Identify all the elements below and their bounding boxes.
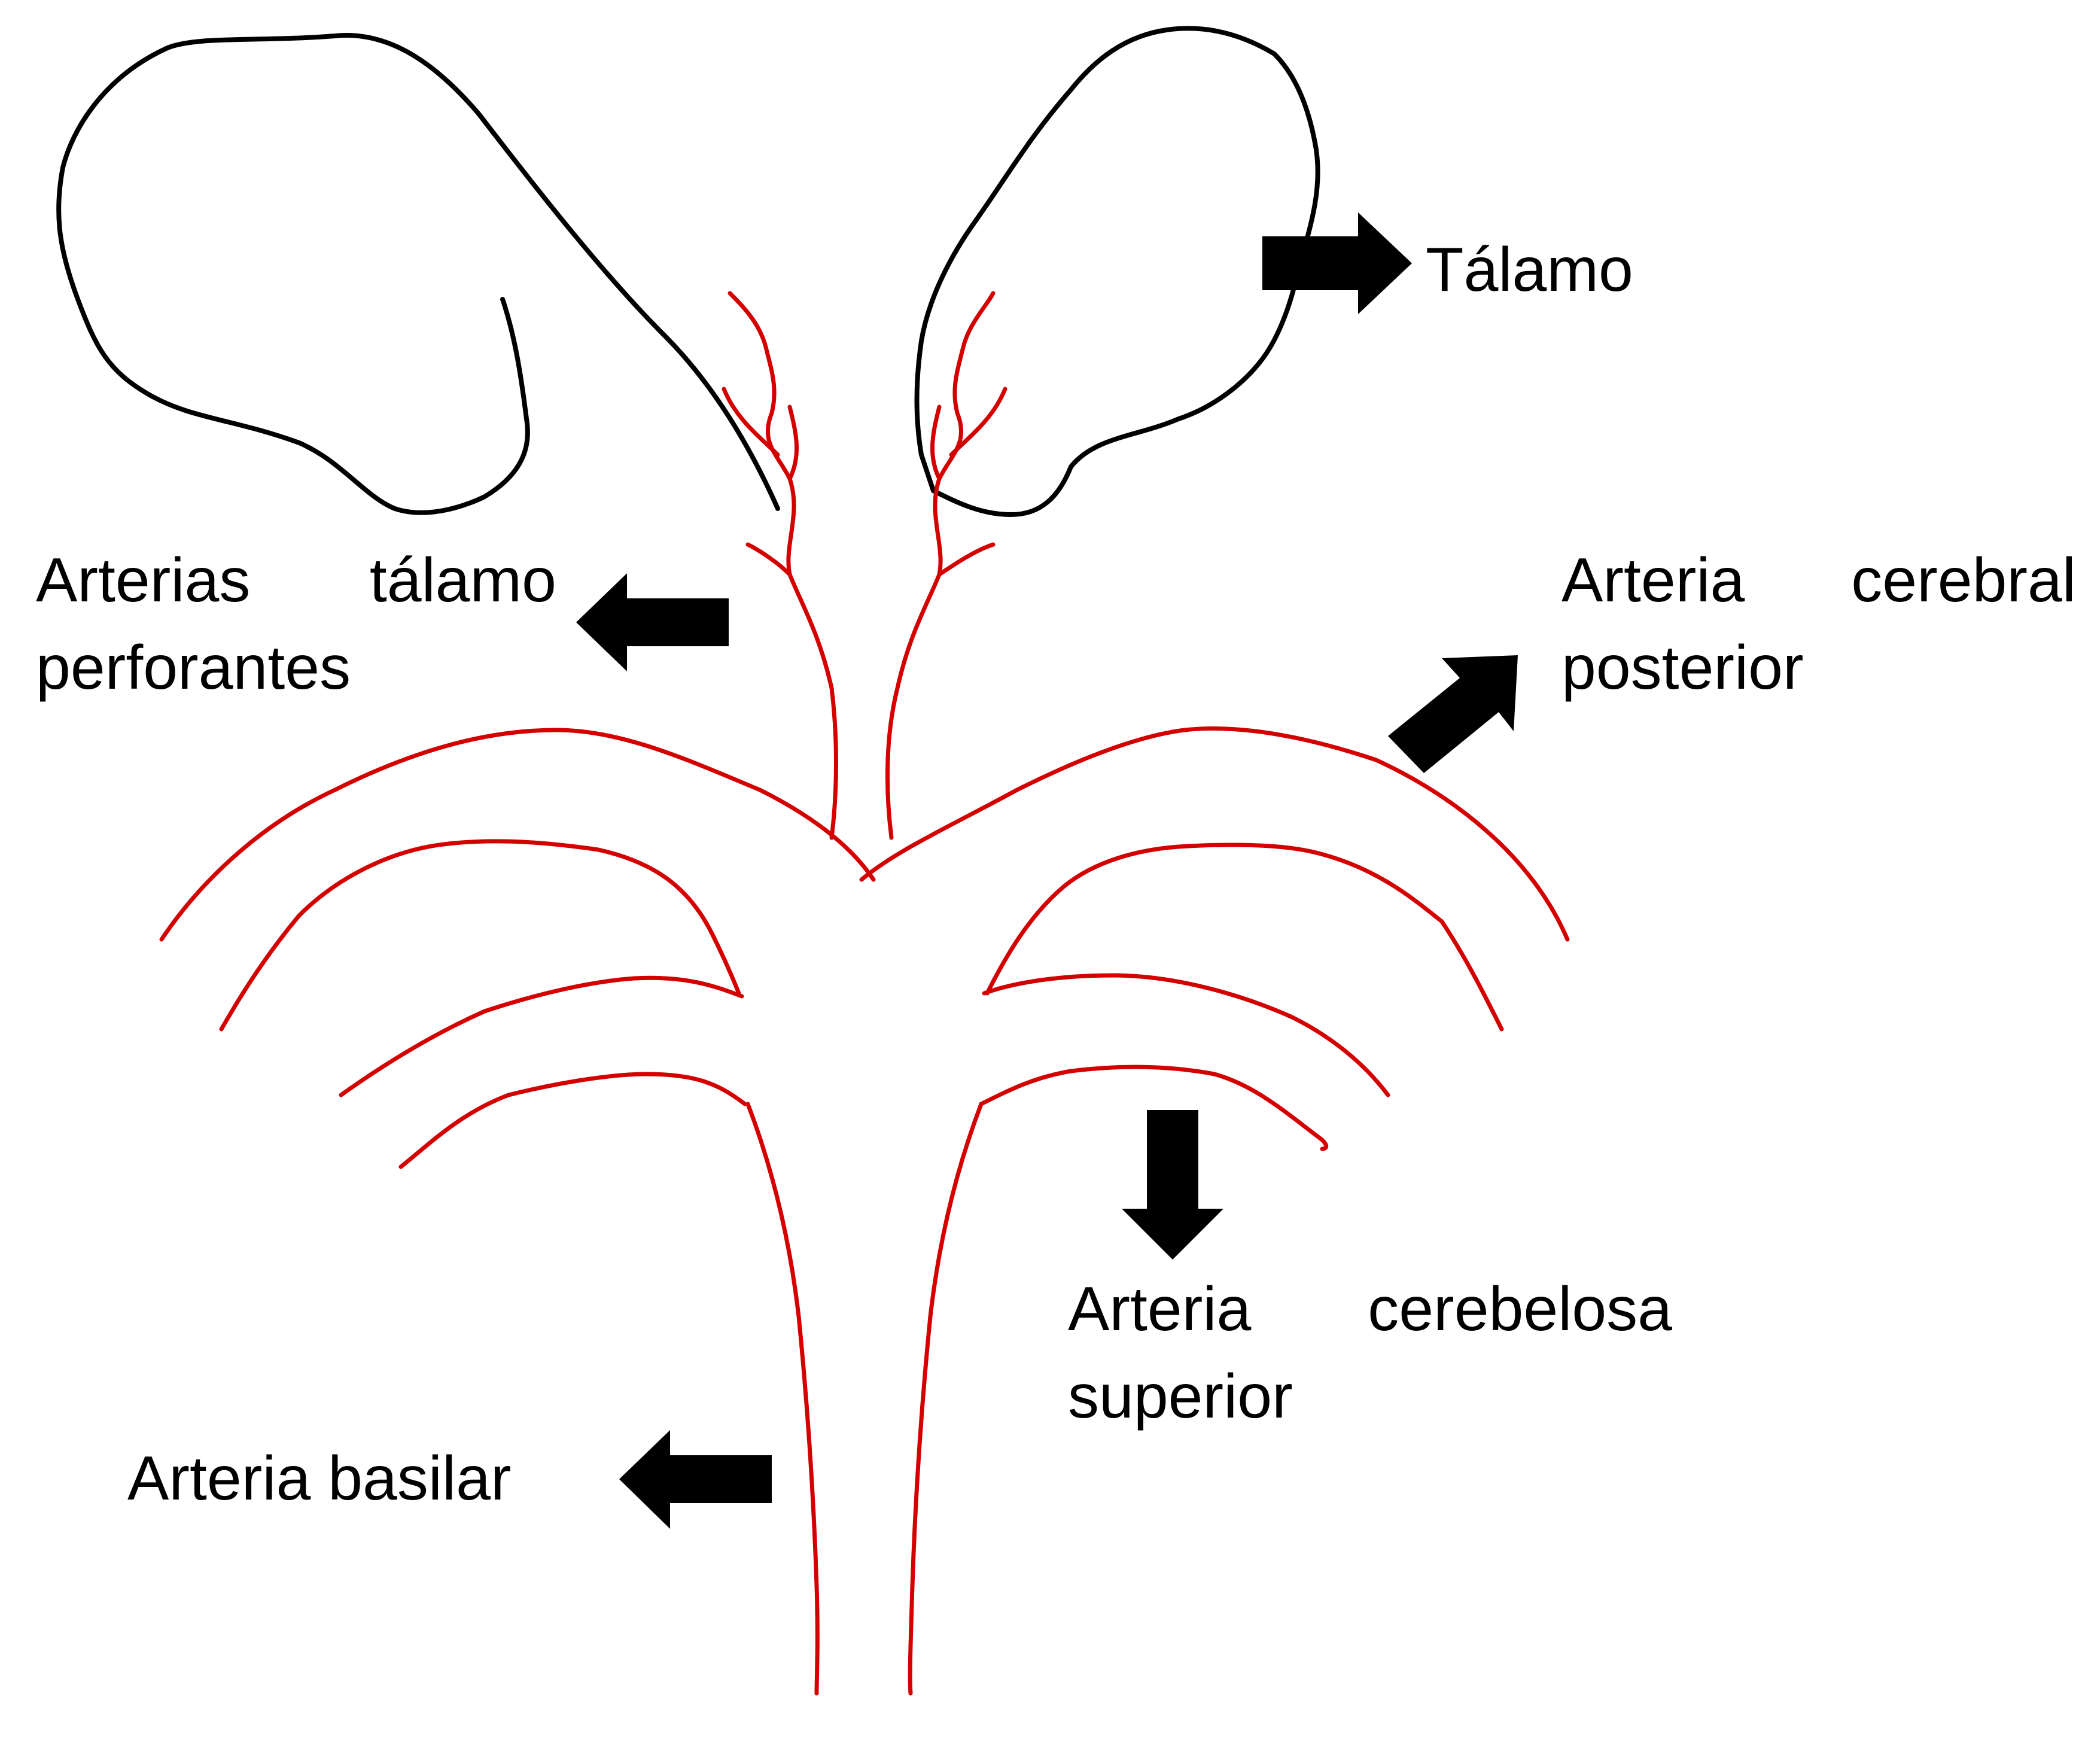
label-arterias-talamo-perforantes: Arterias tálamo perforantes	[36, 537, 556, 711]
label-perforantes-line1: Arterias tálamo	[36, 537, 556, 624]
label-cerebral-word2: cerebral	[1851, 537, 2076, 624]
label-cerebelosa-word2: cerebelosa	[1368, 1266, 1672, 1353]
label-talamo: Tálamo	[1426, 226, 1633, 314]
label-arteria-cerebral-posterior: Arteria cerebral posterior	[1561, 537, 2076, 711]
label-arteria-basilar: Arteria basilar	[127, 1435, 512, 1522]
right-perforator-branch-3	[932, 407, 939, 479]
label-basilar-text: Arteria basilar	[127, 1435, 512, 1522]
label-cerebral-line2: posterior	[1561, 624, 2076, 711]
left-thalamus-outline	[59, 35, 778, 513]
left-arc-4	[401, 1074, 745, 1167]
label-cerebelosa-line2: superior	[1068, 1353, 1672, 1440]
right-perforator-branch-1	[939, 545, 993, 574]
arrow-perforantes	[576, 573, 729, 671]
label-cerebral-line1: Arteria cerebral	[1561, 537, 2076, 624]
label-perforantes-word1: Arterias	[36, 537, 250, 624]
left-posterior-cerebral-artery	[162, 730, 873, 939]
basilar-artery-right-wall	[910, 1104, 981, 1693]
arrow-talamo	[1262, 212, 1412, 314]
basilar-artery-left-wall	[748, 1104, 817, 1693]
arrow-basilar	[619, 1430, 772, 1529]
label-cerebelosa-word1: Arteria	[1068, 1266, 1251, 1353]
left-arc-2	[221, 841, 739, 1029]
left-perforator-branch-3	[790, 407, 797, 479]
right-thalamus-outline	[917, 28, 1318, 515]
left-perforator-branch-1	[748, 545, 790, 574]
label-perforantes-word2: tálamo	[370, 537, 556, 624]
arrow-cerebelosa-superior	[1122, 1110, 1223, 1260]
right-arc-2	[987, 845, 1502, 1029]
right-posterior-cerebral-artery	[862, 728, 1567, 939]
label-talamo-text: Tálamo	[1426, 226, 1633, 314]
right-thalamoperforating-artery	[887, 293, 993, 838]
label-arteria-cerebelosa-superior: Arteria cerebelosa superior	[1068, 1266, 1672, 1440]
label-cerebelosa-line1: Arteria cerebelosa	[1068, 1266, 1672, 1353]
label-cerebral-word1: Arteria	[1561, 537, 1745, 624]
label-perforantes-line2: perforantes	[36, 624, 556, 711]
arrow-cerebral-posterior	[1388, 655, 1518, 773]
